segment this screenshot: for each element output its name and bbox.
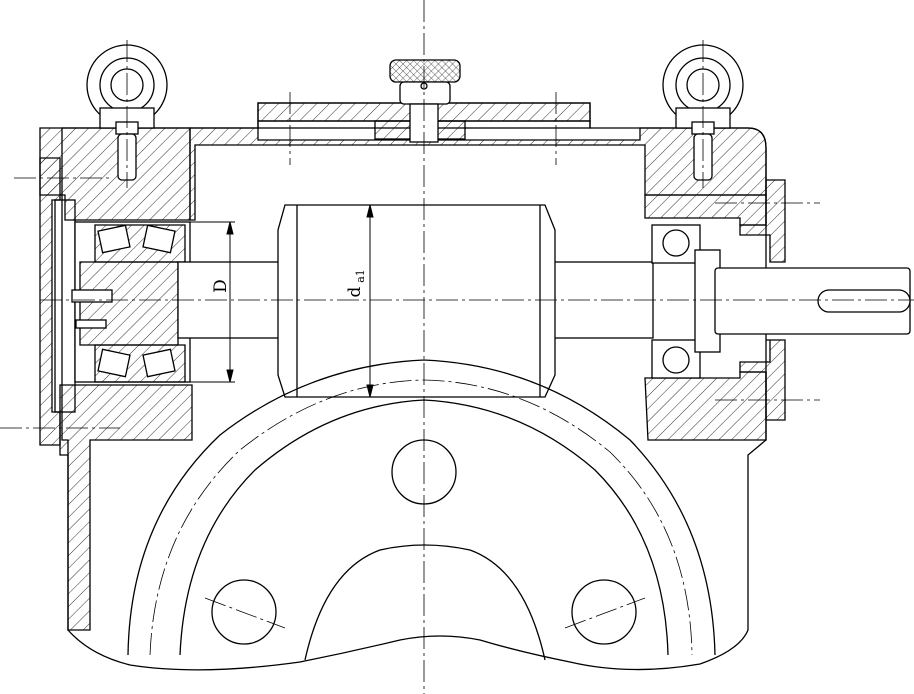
- label-D: D: [211, 279, 231, 293]
- right-ball-bearing: [651, 224, 701, 379]
- left-end-cover: [39, 157, 61, 446]
- wheel-pitch-circle: [149, 379, 693, 656]
- wheel-hole-right: [571, 579, 637, 645]
- vent-plug-knurled-head: [389, 59, 461, 83]
- left-tapered-roller-bearing: [71, 221, 191, 383]
- right-bearing-cover: [739, 179, 786, 263]
- left-cap-body: [54, 199, 76, 413]
- dimension-da1: [366, 204, 374, 398]
- housing-left-lower: [59, 384, 193, 631]
- housing-outline: [61, 102, 767, 671]
- housing-right-lower: [644, 371, 767, 441]
- right-bearing-cover-lower: [739, 339, 786, 421]
- shaft-keyway: [817, 289, 911, 313]
- vent-plug-neck: [399, 81, 451, 105]
- label-da1-subscript: a1: [354, 269, 367, 283]
- label-da1: d: [345, 286, 365, 297]
- wheel-hole-left: [211, 579, 277, 645]
- worm-wheel-outer-rim: [127, 359, 716, 656]
- worm-thread-body: [277, 204, 556, 398]
- dimension-D: [190, 221, 235, 383]
- housing-right-upper: [644, 194, 767, 226]
- worm-wheel-hub: [304, 544, 546, 661]
